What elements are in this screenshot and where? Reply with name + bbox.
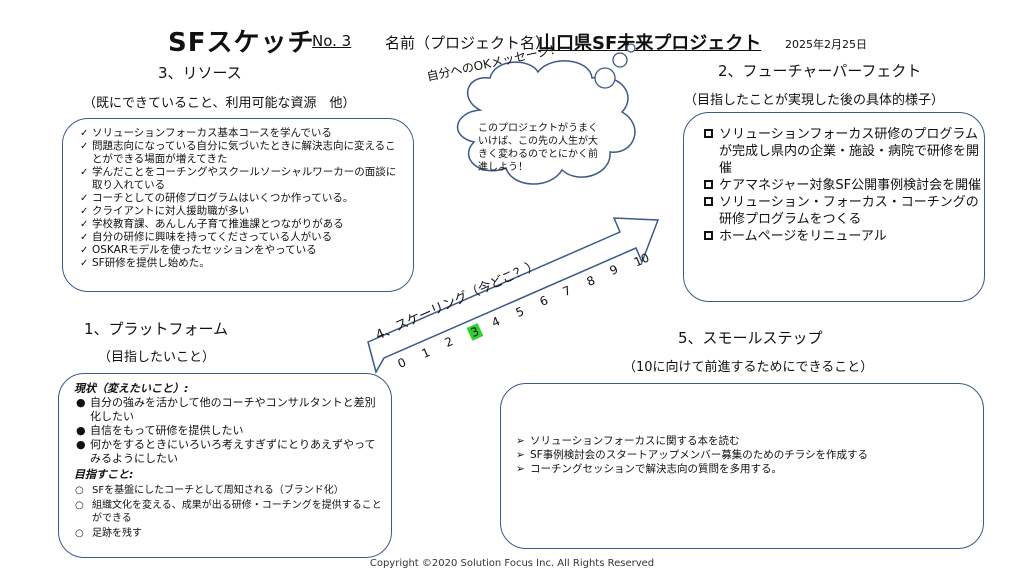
project-name: 山口県SF未来プロジェクト [538,33,762,54]
arrow-bullet-icon: ➢ [516,463,525,475]
resources-subheading: （既にできていること、利用可能な資源 他） [83,96,356,111]
list-item: ケアマネジャー対象SF公開事例検討会を開催 [704,177,984,194]
list-item: ➢コーチングセッションで解決志向の質問を多用する。 [516,463,782,475]
list-item: ●自信をもって研修を提供したい [76,424,244,437]
check-icon: ✓ [80,167,89,178]
platform-content: 現状（変えたいこと）: ●自分の強みを活かして他のコーチやコンサルタントと差別化… [74,380,384,540]
list-item: ✓SF研修を提供し始めた。 [80,257,210,269]
list-item: ✓ソリューションフォーカス基本コースを学んでいる [80,127,332,139]
sheet-title: SFスケッチ [168,28,315,58]
list-item: ○足跡を残す [75,528,142,539]
project-name-label: 名前（プロジェクト名） [385,34,551,52]
perfect-list: ソリューションフォーカス研修のプログラムが完成し県内の企業・施設・病院で研修を開… [704,126,984,245]
list-item: ✓学んだことをコーチングやスクールソーシャルワーカーの面談に取り入れている [80,166,397,191]
square-bullet-icon [704,197,713,206]
sheet-number: No. 3 [312,32,352,50]
square-bullet-icon [704,129,713,138]
square-bullet-icon [704,231,713,240]
small-steps-box [500,383,984,549]
resources-heading: 3、リソース [158,64,242,82]
check-icon: ✓ [80,258,89,269]
list-item: ✓問題志向になっている自分に気づいたときに解決志向に変えることができる場面が増え… [80,140,396,165]
arrow-bullet-icon: ➢ [516,435,525,447]
circle-bullet-icon: ○ [75,485,84,496]
bullet-icon: ● [76,424,86,437]
list-item: ✓学校教育課、あんしん子育て推進課とつながりがある [80,218,344,230]
circle-bullet-icon: ○ [75,528,84,539]
perfect-box [683,112,985,302]
goal-label: 目指すこと: [74,468,134,481]
bullet-icon: ● [76,396,86,409]
check-icon: ✓ [80,141,89,152]
platform-heading: 1、プラットフォーム [84,320,229,338]
ok-message-text: このプロジェクトがうまくいけば、この先の人生が大きく変わるのでとにかく前進しよう… [478,123,598,173]
list-item: ソリューションフォーカス研修のプログラムが完成し県内の企業・施設・病院で研修を開… [704,126,984,177]
thought-cloud [456,43,636,185]
list-item: ✓OSKARモデルを使ったセッションをやっている [80,244,317,256]
bullet-icon: ● [76,438,86,451]
sheet-date: 2025年2月25日 [785,38,867,51]
list-item: ソリューション・フォーカス・コーチングの研修プログラムをつくる [704,194,984,228]
resources-list: ✓ソリューションフォーカス基本コースを学んでいる ✓問題志向になっている自分に気… [80,127,405,270]
perfect-subheading: （目指したことが実現した後の具体的様子） [684,93,945,108]
small-steps-subheading: （10に向けて前進するためにできること） [623,360,874,375]
small-steps-list: ➢ソリューションフォーカスに関する本を読む ➢SF事例検討会のスタートアップメン… [516,434,956,476]
current-state-list: ●自分の強みを活かして他のコーチやコンサルタントと差別化したい ●自信をもって研… [74,396,384,466]
check-icon: ✓ [80,206,89,217]
list-item: ○組織文化を変える、成果が出る研修・コーチングを提供することができる [75,500,382,524]
check-icon: ✓ [80,232,89,243]
circle-bullet-icon: ○ [75,500,84,511]
list-item: ○SFを基盤にしたコーチとして周知される（ブランド化） [75,485,344,496]
list-item: ✓クライアントに対人援助職が多い [80,205,250,217]
list-item: ✓コーチとしての研修プログラムはいくつか作っている。 [80,192,354,204]
platform-subheading: （目指したいこと） [98,350,216,365]
list-item: ➢SF事例検討会のスタートアップメンバー募集のためのチラシを作成する [516,449,868,461]
current-state-label: 現状（変えたいこと）: [74,382,189,395]
copyright: Copyright ©2020 Solution Focus Inc. All … [369,558,655,569]
list-item: ●自分の強みを活かして他のコーチやコンサルタントと差別化したい [76,396,376,423]
resources-box [62,118,414,292]
list-item: ホームページをリニューアル [704,228,984,245]
list-item: ➢ソリューションフォーカスに関する本を読む [516,435,740,447]
goal-list: ○SFを基盤にしたコーチとして周知される（ブランド化） ○組織文化を変える、成果… [74,484,384,540]
small-steps-heading: 5、スモールステップ [678,329,823,347]
check-icon: ✓ [80,193,89,204]
check-icon: ✓ [80,245,89,256]
scaling-arrow [367,217,660,374]
list-item: ✓自分の研修に興味を持ってくださっている人がいる [80,231,333,243]
check-icon: ✓ [80,219,89,230]
list-item: ●何かをするときにいろいろ考えすぎずにとりあえずやってみるようにしたい [76,438,376,465]
platform-box [58,373,392,558]
arrow-bullet-icon: ➢ [516,449,525,461]
perfect-heading: 2、フューチャーパーフェクト [718,62,922,80]
square-bullet-icon [704,180,713,189]
check-icon: ✓ [80,128,89,139]
